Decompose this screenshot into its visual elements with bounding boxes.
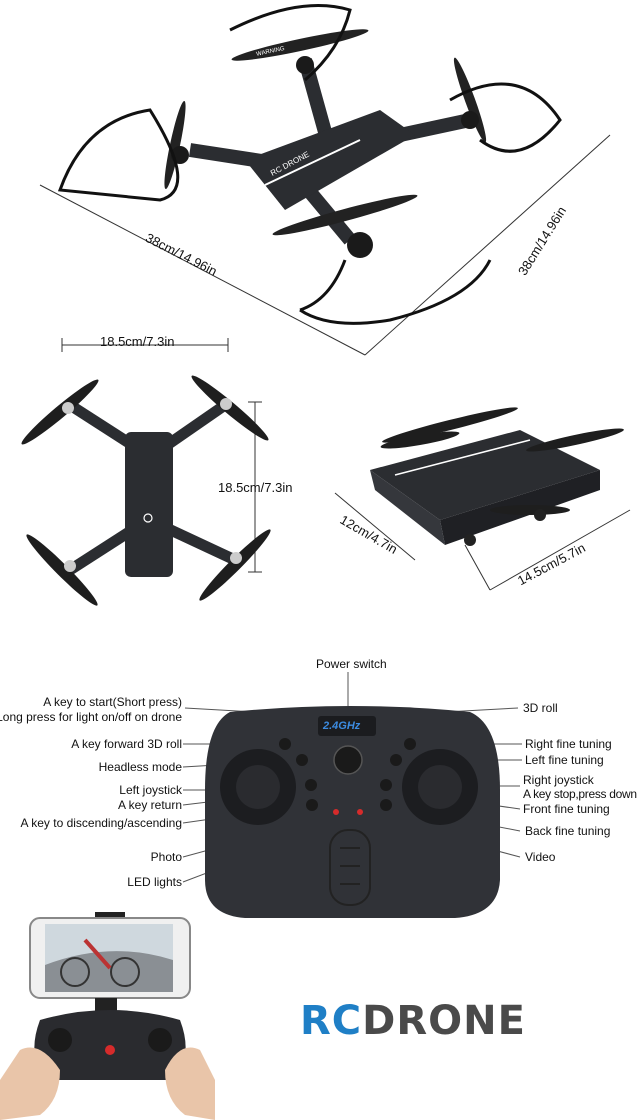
label-right-joystick: Right joystick [523, 773, 594, 787]
label-return: A key return [117, 798, 182, 812]
label-led: LED lights [127, 875, 182, 889]
label-key-stop: A key stop,press down [523, 787, 637, 801]
dimension-line-left [39, 184, 366, 356]
label-power-switch: Power switch [316, 657, 387, 671]
drone-body [245, 110, 415, 210]
dim-folded-height: 18.5cm/7.3in [218, 480, 293, 495]
label-photo: Photo [150, 850, 182, 864]
folded-drone-top [21, 338, 271, 606]
label-descend-ascend: A key to discending/ascending [20, 816, 182, 830]
label-forward-roll: A key forward 3D roll [71, 737, 182, 751]
folded-drone-side [334, 407, 631, 591]
label-3d-roll: 3D roll [523, 701, 558, 715]
folded-body [125, 432, 173, 577]
label-headless: Headless mode [98, 760, 182, 774]
controller-with-phone [0, 912, 215, 1120]
label-front-fine: Front fine tuning [523, 802, 610, 816]
label-start: A key to start(Short press) [43, 695, 182, 709]
unfolded-drone [39, 4, 611, 356]
dimension-line-right [364, 134, 611, 356]
logo-drone: DRONE [362, 998, 526, 1044]
band-label: 2.4GHz [323, 720, 361, 732]
dim-folded-width: 18.5cm/7.3in [100, 334, 175, 349]
logo-rc: RC [300, 998, 363, 1044]
label-video: Video [525, 850, 556, 864]
rc-drone-logo: RCDRONE [300, 998, 526, 1044]
led-light [333, 809, 339, 815]
label-back-fine: Back fine tuning [525, 824, 611, 838]
power-switch [333, 745, 363, 775]
label-right-fine: Right fine tuning [525, 737, 612, 751]
controller-diagram [182, 672, 522, 918]
label-left-fine: Left fine tuning [525, 753, 604, 767]
label-light: Long press for light on/off on drone [0, 710, 182, 724]
label-left-joystick: Left joystick [119, 783, 182, 797]
